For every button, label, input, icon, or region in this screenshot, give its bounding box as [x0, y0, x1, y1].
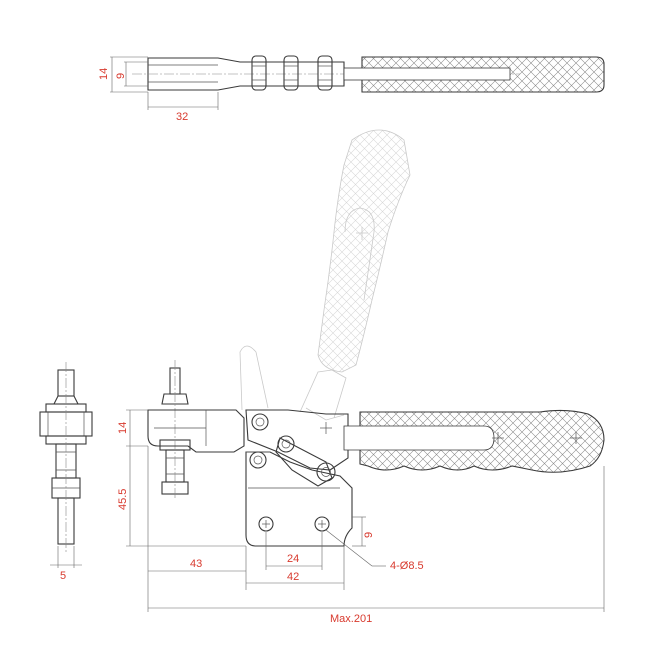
front-dim-45-5: 45.5	[117, 489, 129, 510]
top-dim-14: 14	[98, 68, 110, 80]
top-handle-grip	[343, 56, 605, 93]
front-dim-max-201: Max.201	[330, 613, 372, 625]
front-dim-43: 43	[190, 558, 202, 570]
front-handle-grip	[320, 409, 605, 473]
front-dim-24: 24	[287, 553, 299, 565]
front-dim-42: 42	[287, 571, 299, 583]
side-view: 5	[39, 362, 93, 582]
top-pivot-bolts	[251, 55, 333, 91]
side-dim-5: 5	[60, 570, 66, 582]
pivot-pins	[249, 413, 336, 482]
top-dim-9: 9	[115, 73, 127, 79]
front-dim-hole-dia: 4-Ø8.5	[390, 560, 424, 572]
open-position-ghost	[239, 129, 411, 421]
front-dim-9: 9	[363, 532, 375, 538]
front-dim-14: 14	[117, 422, 129, 434]
spindle	[159, 360, 191, 500]
base-holes	[258, 516, 330, 532]
top-dim-32: 32	[176, 111, 188, 123]
top-view: 14 9 32	[98, 55, 605, 123]
front-view: 14 45.5 43 24 42 Max.201 9 4-Ø8.5	[117, 360, 605, 625]
